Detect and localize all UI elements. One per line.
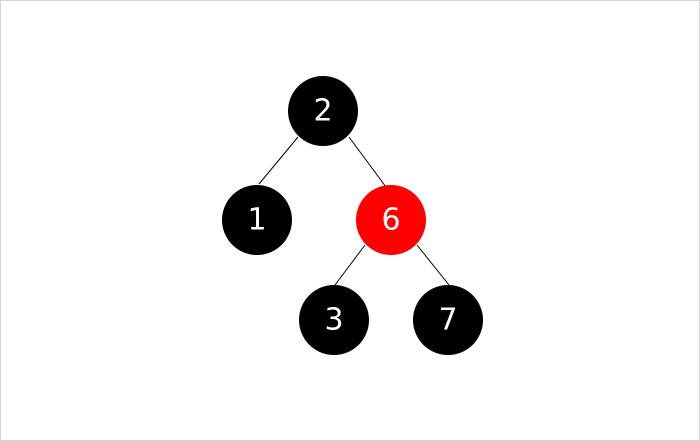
tree-node-6: 6 [356, 185, 426, 255]
edge-6-3 [334, 244, 366, 286]
node-label: 1 [247, 203, 266, 238]
node-circle [356, 185, 426, 255]
tree-node-3: 3 [299, 285, 369, 355]
tree-node-1: 1 [222, 185, 292, 255]
node-label: 7 [438, 303, 457, 338]
node-circle [288, 76, 358, 146]
edge-2-6 [348, 136, 387, 188]
node-circle [299, 285, 369, 355]
edge-2-1 [258, 136, 299, 185]
node-label: 2 [313, 94, 332, 129]
edge-6-7 [416, 244, 450, 286]
node-circle [413, 285, 483, 355]
node-circle [222, 185, 292, 255]
tree-node-2: 2 [288, 76, 358, 146]
node-label: 3 [324, 303, 343, 338]
tree-node-7: 7 [413, 285, 483, 355]
node-label: 6 [381, 203, 400, 238]
